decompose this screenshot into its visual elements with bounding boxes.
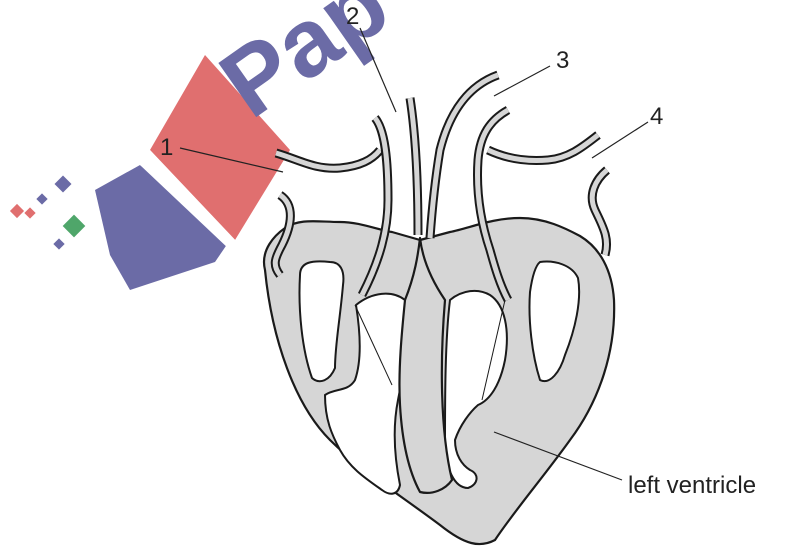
watermark-dot	[53, 238, 64, 249]
label-left-ventricle: left ventricle	[628, 472, 756, 499]
leader-line-3	[494, 66, 550, 96]
watermark-dot	[24, 207, 35, 218]
watermark-dot	[36, 193, 47, 204]
watermark-dot	[55, 176, 72, 193]
label-3: 3	[556, 47, 569, 74]
label-4: 4	[650, 103, 663, 130]
watermark-dot	[63, 215, 86, 238]
leader-line-4	[592, 122, 648, 158]
vessel-3-fill	[430, 75, 498, 238]
label-2: 2	[346, 3, 359, 30]
label-1: 1	[160, 134, 173, 161]
watermark-dot	[10, 204, 24, 218]
